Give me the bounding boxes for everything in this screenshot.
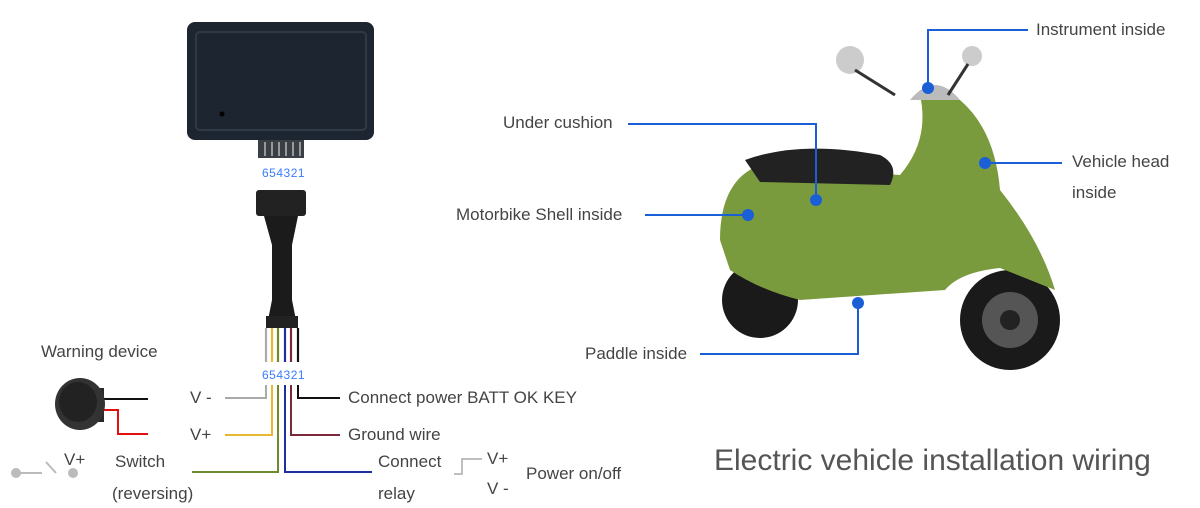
ground-label: Ground wire — [348, 425, 441, 444]
relay-v-minus-label: V - — [487, 479, 509, 498]
shell-label: Motorbike Shell inside — [456, 205, 623, 224]
paddle-label: Paddle inside — [585, 344, 688, 363]
wire-2-maroon — [290, 385, 340, 436]
wire-1-black — [297, 385, 340, 399]
reversing-label: (reversing) — [112, 484, 194, 503]
v-plus-label: V+ — [190, 425, 212, 444]
wire-4-green — [192, 385, 279, 473]
connect-label: Connect — [378, 452, 442, 471]
switch-icon — [11, 461, 78, 478]
relay-label: relay — [378, 484, 415, 503]
cushion-label: Under cushion — [503, 113, 613, 132]
diagram-title: Electric vehicle installation wiring — [714, 444, 1151, 477]
v-minus-label: V - — [190, 388, 212, 407]
batt-label: Connect power BATT OK KEY — [348, 388, 577, 407]
pin-numbers-bottom: 654321 — [262, 368, 306, 382]
relay-v-plus-label: V+ — [487, 449, 509, 468]
callout-dots — [742, 82, 991, 309]
tracker-device — [187, 22, 374, 158]
head-label-1: Vehicle head — [1072, 152, 1170, 171]
scooter-image — [720, 46, 1060, 370]
instrument-label: Instrument inside — [1036, 20, 1166, 39]
wires — [96, 385, 482, 475]
relay-bracket — [454, 458, 482, 475]
wire-5-yellow — [225, 385, 273, 436]
wire-6-grey — [225, 385, 267, 399]
buzzer-icon — [55, 378, 105, 430]
switch-label: Switch — [115, 452, 166, 471]
pin-numbers-top: 654321 — [262, 166, 306, 180]
wire-3-blue — [284, 385, 372, 473]
warning-device-label: Warning device — [41, 342, 158, 361]
callout-lines — [628, 29, 1062, 355]
switch-v-plus-label: V+ — [64, 450, 86, 469]
cable-harness — [256, 190, 306, 362]
power-label: Power on/off — [526, 464, 622, 483]
head-label-2: inside — [1072, 183, 1117, 202]
